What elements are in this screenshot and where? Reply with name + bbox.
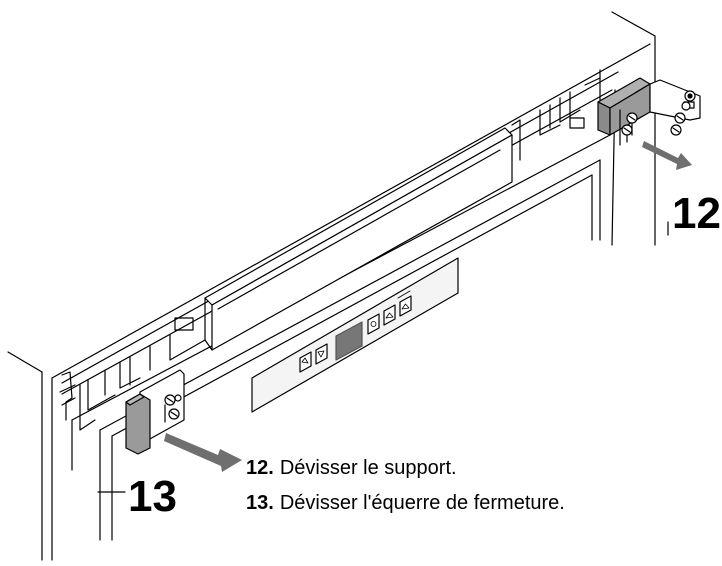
hinge-support-12: [597, 77, 701, 146]
callout-number-12: 12: [672, 189, 721, 238]
right-bracket-structure: [511, 77, 601, 161]
top-housing: [204, 127, 513, 351]
step-number: 12.: [246, 457, 274, 479]
arrow-13-icon: [164, 433, 242, 472]
screw-icon: [621, 101, 691, 143]
temp-button-right: [315, 343, 328, 365]
instruction-step-12: 12.Dévisser le support.: [246, 458, 457, 478]
temp-button-left: [299, 351, 312, 373]
step-text: Dévisser le support.: [279, 457, 457, 479]
instruction-step-13: 13.Dévisser l'équerre de fermeture.: [246, 493, 565, 513]
screw-icon: [164, 394, 182, 423]
callout-number-13: 13: [128, 472, 177, 521]
mode-button-1: [367, 313, 380, 335]
left-bracket-structure: [59, 317, 206, 431]
mode-button-3: [399, 295, 412, 317]
display-screen: [335, 321, 363, 361]
step-number: 13.: [246, 492, 274, 514]
step-text: Dévisser l'équerre de fermeture.: [279, 492, 565, 514]
mode-button-2: [383, 304, 396, 326]
closing-bracket-13: [125, 369, 185, 455]
control-panel: [251, 257, 459, 413]
arrow-12-icon: [642, 141, 692, 170]
